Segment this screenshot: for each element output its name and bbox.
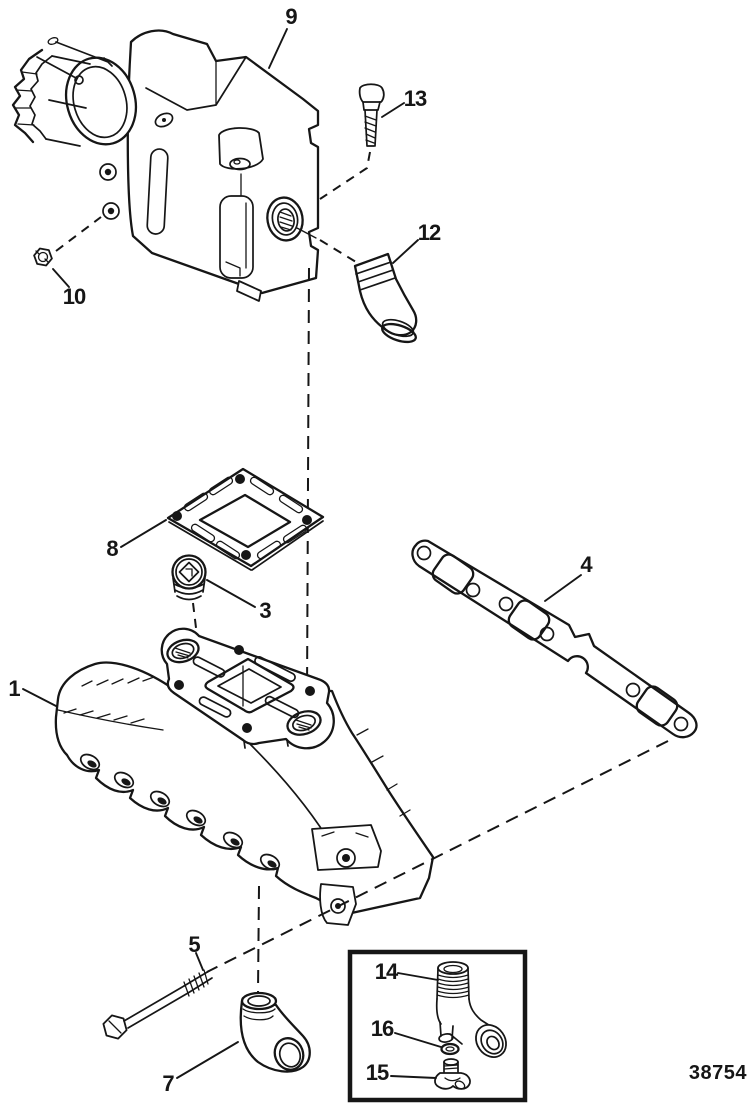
part-hose-elbow [353, 252, 418, 344]
callout-14: 14 [375, 959, 399, 984]
part-barb-elbow-fitting [435, 961, 507, 1058]
callout-labels: 1 3 4 5 7 8 9 10 12 13 14 15 16 [8, 4, 594, 1096]
part-manifold-gasket [411, 539, 698, 739]
callout-13: 13 [404, 86, 427, 111]
hose-connector [11, 37, 113, 147]
callout-5: 5 [188, 932, 200, 957]
leader-lines [22, 28, 582, 1079]
assembly-axis-bolt-13 [319, 151, 371, 200]
part-hex-bolt [358, 83, 385, 147]
assembly-axis-elbow-12 [319, 239, 357, 263]
callout-7: 7 [162, 1071, 174, 1096]
assembly-axis-elbow-7 [257, 885, 260, 993]
part-hex-nut [33, 247, 53, 267]
assembly-axis-gasket-bolt [206, 740, 669, 973]
assembly-axis-main [306, 267, 310, 698]
drawing-number: 38754 [689, 1062, 747, 1084]
callout-16: 16 [371, 1016, 394, 1041]
callout-4: 4 [580, 552, 593, 577]
assembly-axis-plug [192, 602, 198, 637]
part-drain-fitting [434, 1058, 471, 1090]
part-elbow-fitting [239, 991, 311, 1073]
part-riser-gasket [166, 467, 325, 571]
callout-8: 8 [106, 536, 118, 561]
part-pipe-plug [171, 554, 207, 601]
callout-1: 1 [8, 676, 20, 701]
part-o-ring [440, 1042, 460, 1056]
assembly-axis-nut-10 [55, 216, 102, 252]
part-long-hex-bolt [102, 969, 213, 1040]
callout-3: 3 [259, 598, 271, 623]
part-exhaust-manifold [54, 627, 435, 926]
callout-9: 9 [285, 4, 297, 29]
manifold-ports [79, 753, 281, 871]
callout-10: 10 [63, 284, 86, 309]
callout-12: 12 [418, 220, 441, 245]
part-exhaust-elbow-housing [11, 29, 320, 302]
inset-detail-box [347, 949, 528, 1103]
callout-15: 15 [366, 1060, 389, 1085]
